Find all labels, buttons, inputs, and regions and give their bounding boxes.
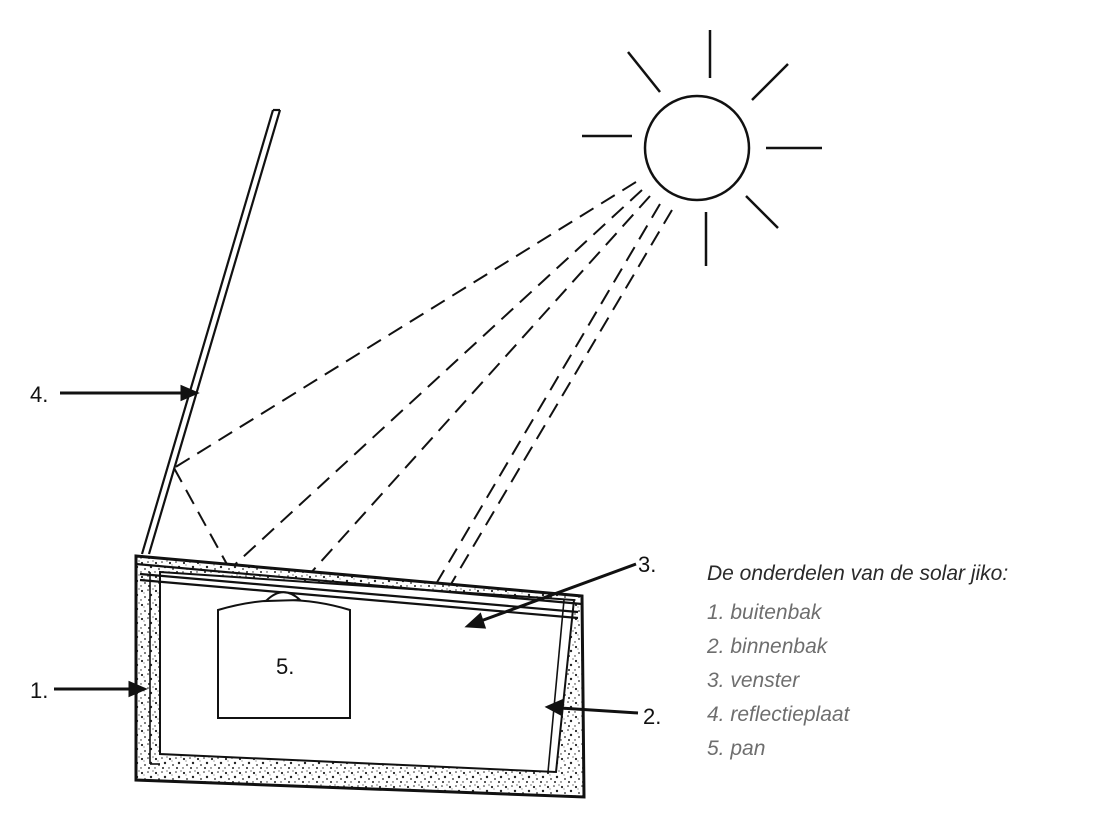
legend-item-venster: 3. venster — [707, 669, 800, 692]
inner-box-wall-detail — [149, 572, 565, 773]
pan — [217, 591, 351, 719]
sun-beam — [435, 203, 661, 585]
sun-ray — [627, 51, 661, 93]
legend-item-binnenbak: 2. binnenbak — [707, 635, 828, 658]
callout-arrows — [54, 384, 639, 717]
legend-item-buitenbak: 1. buitenbak — [707, 601, 822, 624]
sun — [582, 30, 822, 266]
callout-label-1: 1. — [30, 678, 48, 703]
sun-beam — [417, 209, 673, 641]
sun-beam — [191, 189, 643, 605]
callout-label-5: 5. — [276, 654, 294, 679]
legend-item-reflectieplaat: 4. reflectieplaat — [707, 703, 850, 726]
legend: De onderdelen van de solar jiko: 1. buit… — [707, 562, 1008, 766]
sun-beam — [173, 181, 637, 469]
sun-ray — [751, 63, 789, 101]
reflector-plate — [140, 108, 282, 555]
pan-lid-knob — [263, 591, 303, 603]
legend-title: De onderdelen van de solar jiko: — [707, 562, 1009, 585]
sun-disc — [643, 94, 751, 202]
callout-label-3: 3. — [638, 552, 656, 577]
callout-arrow-2 — [559, 706, 639, 715]
sun-beam — [289, 195, 651, 597]
callout-label-2: 2. — [643, 704, 661, 729]
legend-item-pan: 5. pan — [707, 737, 766, 760]
callout-arrow-3 — [477, 562, 637, 624]
legend-list: 1. buitenbak 2. binnenbak 3. venster 4. … — [707, 596, 1008, 766]
callout-label-4: 4. — [30, 382, 48, 407]
sun-ray — [745, 195, 779, 229]
